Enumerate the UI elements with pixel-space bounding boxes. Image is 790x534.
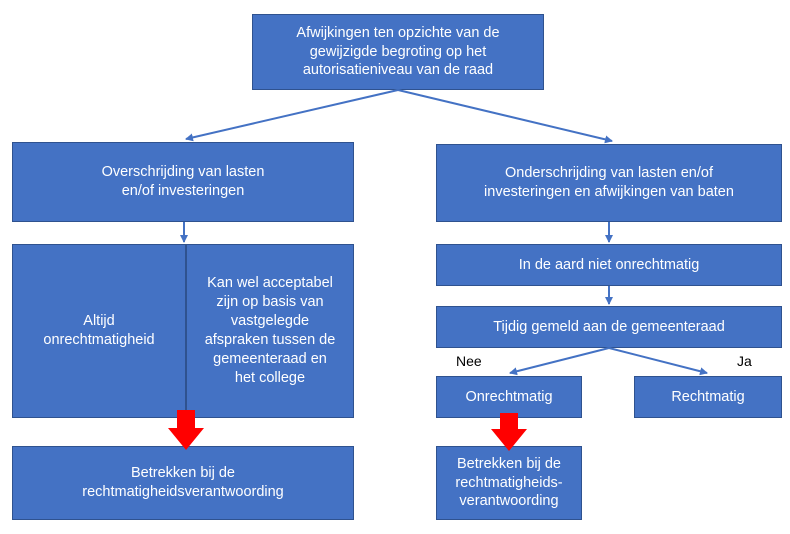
right-unlawful-node: Onrechtmatig [436, 376, 582, 418]
right-header-node: Onderschrijding van lasten en/of investe… [436, 144, 782, 222]
left-always-unlawful-node: Altijd onrechtmatigheid [12, 244, 186, 418]
right-lawful-node: Rechtmatig [634, 376, 782, 418]
connector-reported-to-unlawful [509, 347, 610, 376]
connector-top-to-left [185, 89, 399, 142]
top-node: Afwijkingen ten opzichte van de gewijzig… [252, 14, 544, 90]
branch-label-no: Nee [456, 353, 482, 369]
branch-label-yes: Ja [737, 353, 752, 369]
left-include-node: Betrekken bij de rechtmatigheidsverantwo… [12, 446, 354, 520]
connector-top-to-right [397, 89, 613, 144]
left-header-node: Overschrijding van lasten en/of invester… [12, 142, 354, 222]
connector-reported-to-lawful [608, 347, 708, 376]
right-include-node: Betrekken bij de rechtmatigheids- verant… [436, 446, 582, 520]
left-acceptable-node: Kan wel acceptabel zijn op basis van vas… [186, 244, 354, 418]
right-reported-node: Tijdig gemeld aan de gemeenteraad [436, 306, 782, 348]
right-nature-node: In de aard niet onrechtmatig [436, 244, 782, 286]
